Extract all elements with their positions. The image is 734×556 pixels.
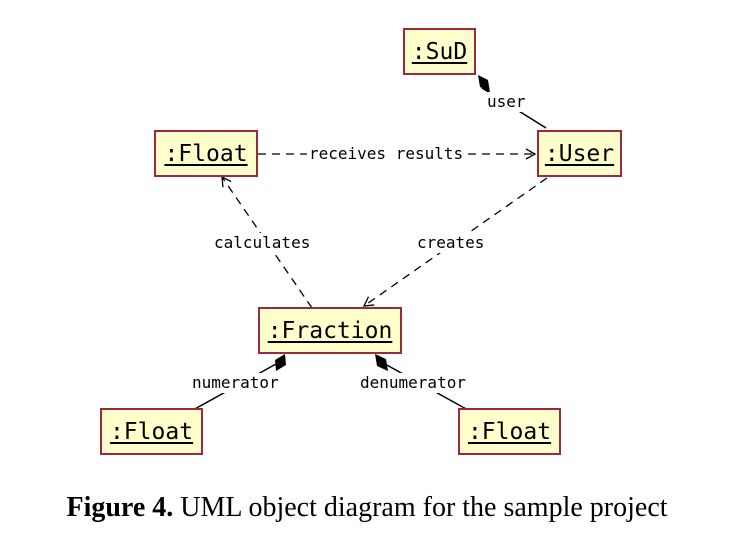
object-float-numerator: :Float xyxy=(100,408,203,455)
figure-caption-text: UML object diagram for the sample projec… xyxy=(180,492,668,523)
link-label-user: user xyxy=(485,92,528,112)
diagram-links xyxy=(192,75,548,411)
composition-diamond-denumerator xyxy=(375,354,388,371)
composition-diamond-numerator xyxy=(275,354,286,371)
object-fraction: :Fraction xyxy=(258,307,402,354)
object-float-results: :Float xyxy=(154,130,258,177)
object-user: :User xyxy=(537,130,622,177)
composition-diamond-sud xyxy=(478,75,490,92)
figure-caption: Figure 4. UML object diagram for the sam… xyxy=(0,492,734,524)
figure-caption-number: Figure 4. xyxy=(66,492,174,523)
dependency-line-creates xyxy=(362,177,548,307)
link-label-calculates: calculates xyxy=(212,233,313,253)
link-label-creates: creates xyxy=(415,233,487,253)
object-float-denumerator: :Float xyxy=(458,408,561,455)
dependency-line-calculates xyxy=(221,175,313,309)
link-label-denumerator: denumerator xyxy=(358,373,468,393)
link-label-numerator: numerator xyxy=(190,373,281,393)
uml-object-diagram: :SuD :User :Float :Fraction :Float :Floa… xyxy=(100,28,622,455)
object-sud: :SuD xyxy=(403,28,476,75)
link-label-receives-results: receives results xyxy=(307,144,466,164)
